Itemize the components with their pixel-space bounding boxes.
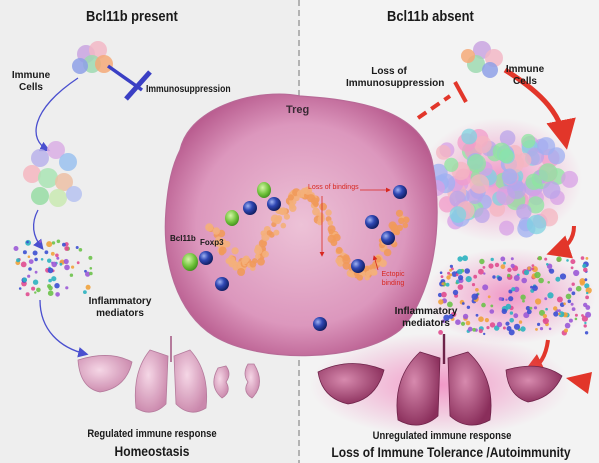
cell-cluster-right (428, 128, 579, 238)
right-outcome: Unregulated immune response (372, 430, 512, 442)
loss-of-immunosuppression-label: Loss of Immunosuppression (346, 66, 445, 89)
immune-cells-right (461, 41, 503, 78)
ectopic-binding-label: Ectopic binding (381, 271, 405, 287)
immunosuppression-label: Immunosuppression (146, 84, 231, 95)
loss-of-bindings-label: Loss of bindings (308, 184, 359, 191)
inflammatory-mediators-label-right: Inflammatory mediators (394, 306, 458, 329)
treg-label: Treg (286, 104, 310, 116)
inflammatory-mediators-label-left: Inflammatory mediators (88, 296, 152, 319)
bcl11b-label: Bcl11b (170, 234, 196, 243)
right-panel-title: Bcl11b absent (387, 8, 474, 25)
immune-cells-label-left: Immune Cells (11, 70, 51, 93)
mediator-dots-right (437, 255, 592, 336)
immune-cells-left (72, 41, 113, 74)
foxp3-label: Foxp3 (200, 238, 224, 247)
loss-of-immunosuppression-inhibitor (416, 81, 468, 120)
immunosuppression-inhibitor (106, 64, 152, 101)
inflamed-organs (317, 334, 563, 426)
immune-cells-label-right: Immune Cells (505, 64, 545, 87)
unbound-bcl11b (313, 185, 407, 331)
bcl11b-foxp3-complexes (182, 182, 281, 291)
cell-cluster-left (23, 141, 82, 207)
mediator-dots-left (13, 239, 93, 297)
left-outcome-big: Homeostasis (114, 443, 190, 459)
healthy-organs (77, 336, 260, 413)
treg-cell (164, 93, 438, 357)
right-outcome-big: Loss of Immune Tolerance /Autoimmunity (331, 444, 571, 460)
left-outcome: Regulated immune response (87, 428, 217, 440)
left-panel-title: Bcl11b present (86, 8, 178, 25)
binding-annotation-arrows (319, 187, 391, 271)
